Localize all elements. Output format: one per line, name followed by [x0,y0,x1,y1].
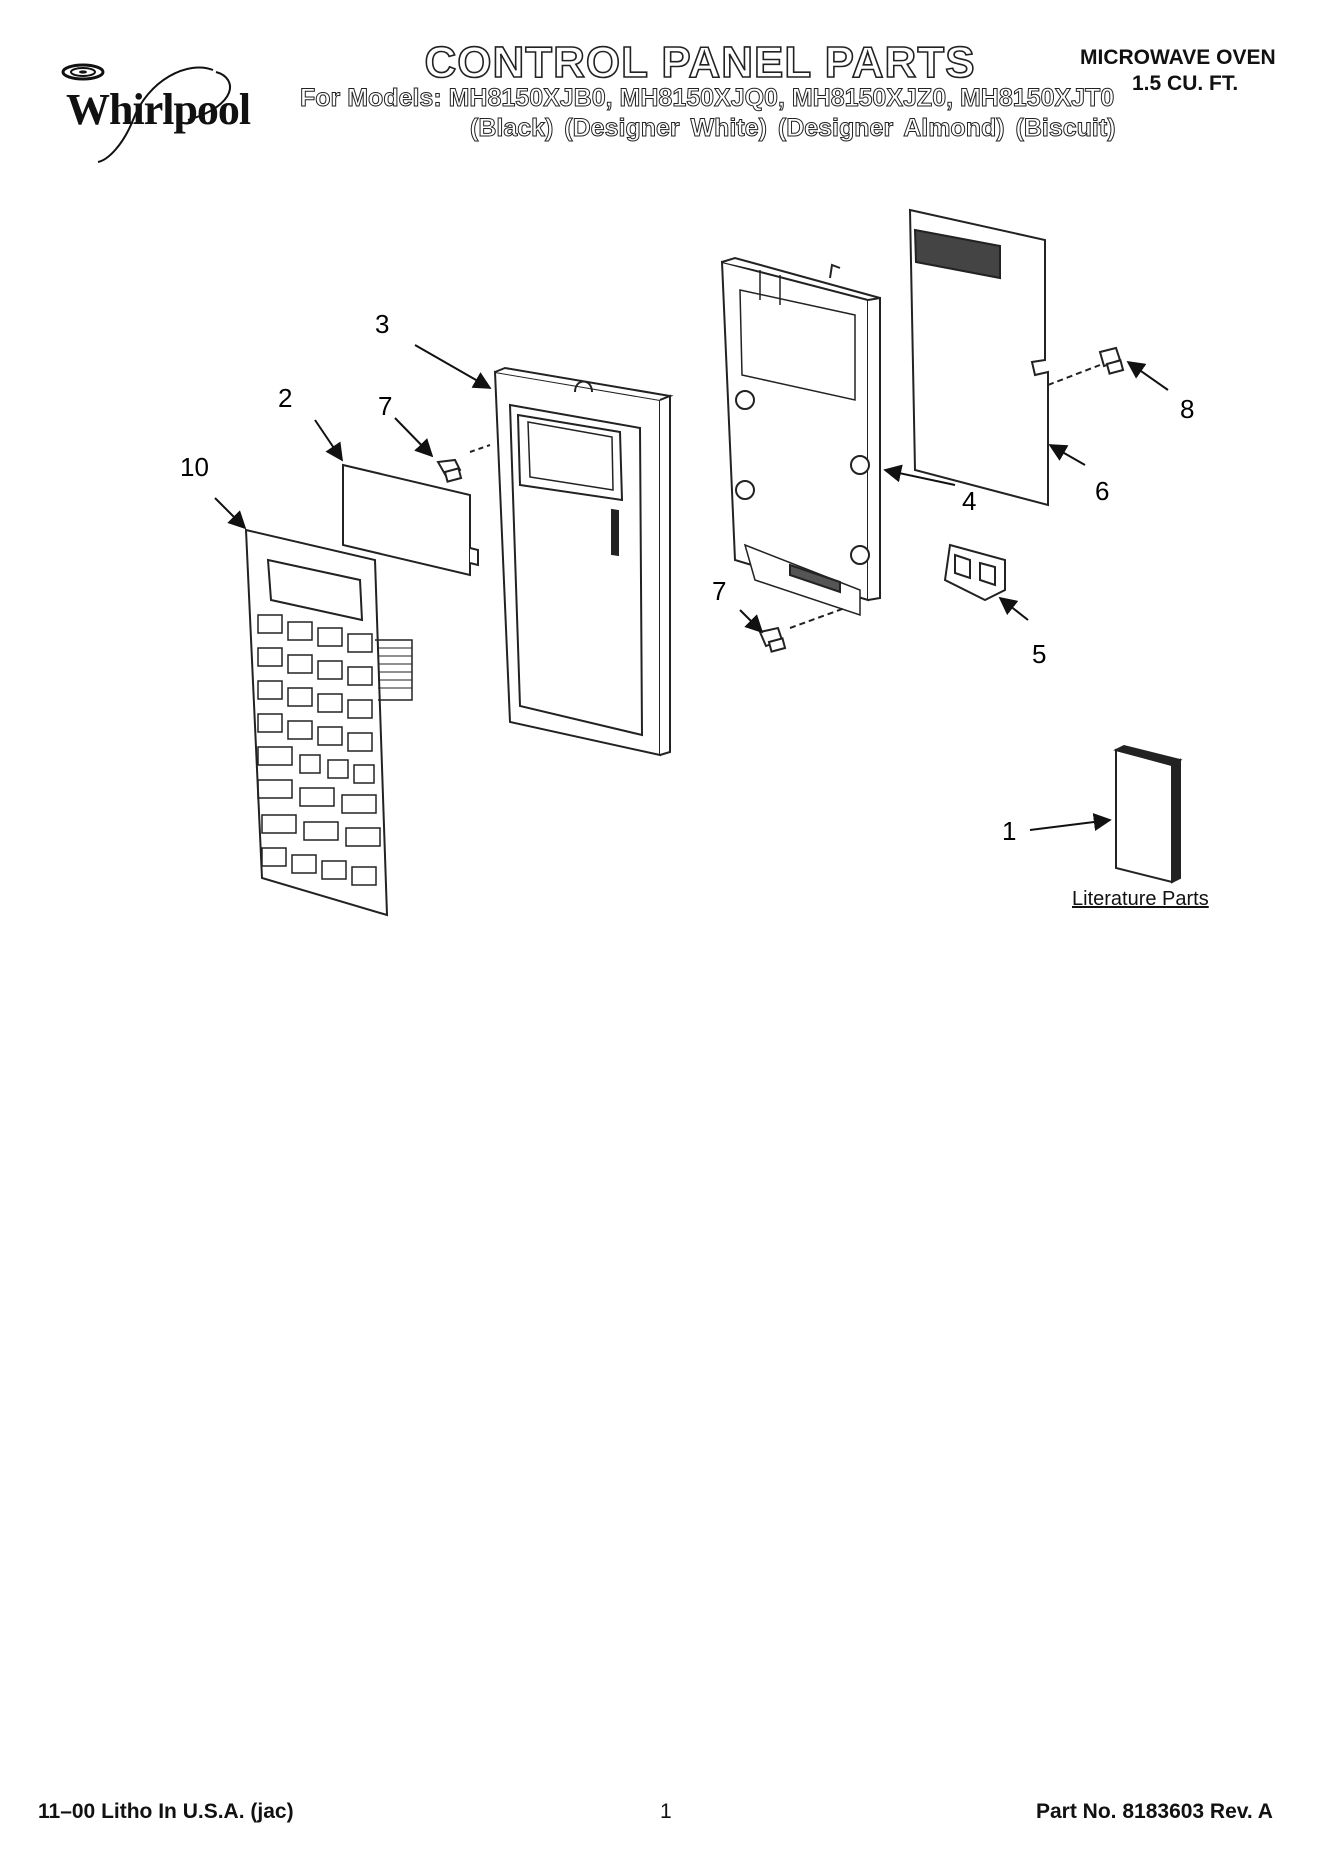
callout-5: 5 [1032,639,1046,669]
product-type: MICROWAVE OVEN [1080,46,1276,69]
callout-7-lower: 7 [712,576,726,606]
part-1-literature [1113,744,1183,884]
callout-2: 2 [278,383,292,413]
callout-10: 10 [180,452,209,482]
callout-7-upper: 7 [378,391,392,421]
part-7-screw-lower [758,607,846,653]
colors-line: (Black) (Designer White) (Designer Almon… [470,114,1117,143]
logo-swirl-graphic [61,63,231,163]
callout-1: 1 [1002,816,1016,846]
leader-arrows [214,344,1169,831]
part-3-panel-frame [493,366,674,757]
part-5-bracket [943,543,1006,602]
callout-3: 3 [375,309,389,339]
part-2-display-window [342,463,479,577]
literature-parts-label: Literature Parts [1072,888,1209,910]
callout-4: 4 [962,486,976,516]
models-line: For Models: MH8150XJB0, MH8150XJQ0, MH81… [299,84,1115,113]
part-8-screw [1098,346,1125,375]
footer-part-number: Part No. 8183603 Rev. A [1036,1800,1273,1823]
logo-wordmark: Whirlpool [66,85,251,134]
part-6-circuit-board [908,208,1101,507]
part-4-control-housing [720,256,881,617]
callout-6: 6 [1095,476,1109,506]
part-10-keypad [244,528,413,917]
part-7-screw-upper [436,444,491,483]
page-title: CONTROL PANEL PARTS [424,37,976,88]
footer-page-number: 1 [660,1800,672,1823]
callout-8: 8 [1180,394,1194,424]
footer-print-info: 11–00 Litho In U.S.A. (jac) [38,1800,294,1823]
whirlpool-logo: Whirlpool [38,50,288,170]
product-capacity: 1.5 CU. FT. [1132,72,1239,95]
